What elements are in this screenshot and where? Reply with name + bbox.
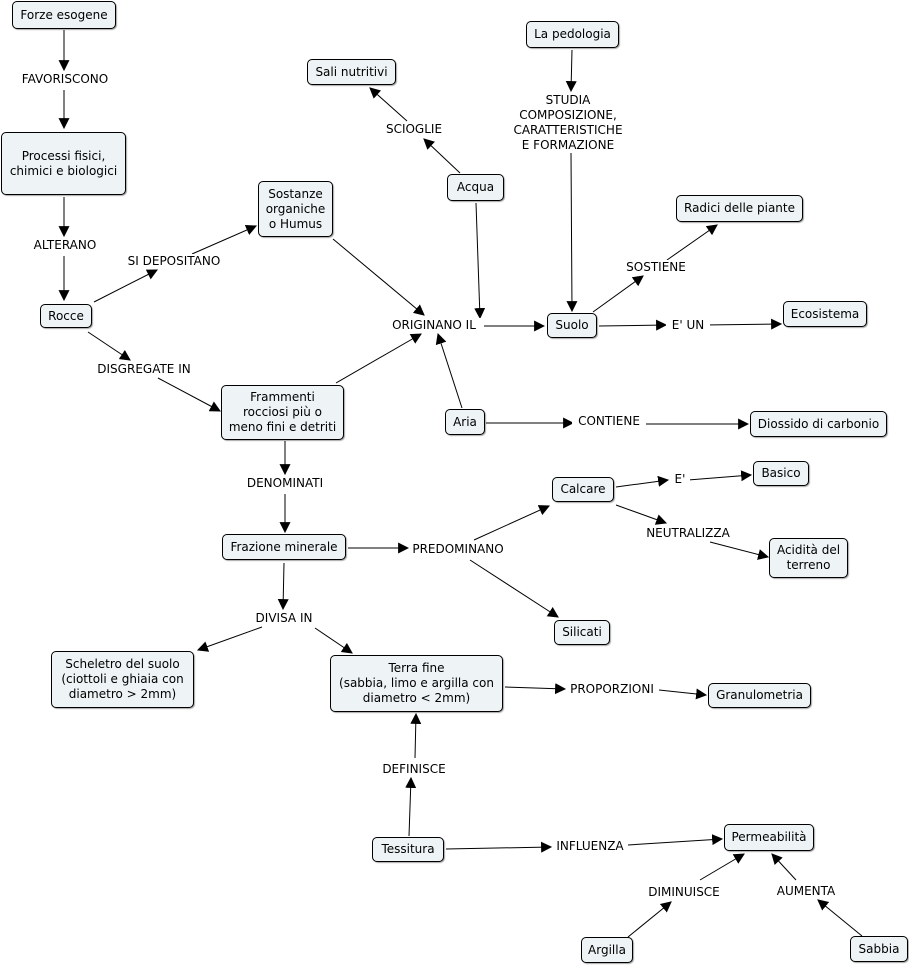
link-si-depositano: SI DEPOSITANO [120, 254, 228, 269]
link-originano-il: ORIGINANO IL [386, 318, 482, 333]
link-e: E' [670, 472, 690, 487]
node-basico[interactable]: Basico [753, 461, 809, 486]
node-scheletro[interactable]: Scheletro del suolo (ciottoli e ghiaia c… [51, 651, 194, 708]
node-frammenti[interactable]: Frammenti rocciosi più o meno fini e det… [221, 385, 344, 440]
link-neutralizza: NEUTRALIZZA [642, 526, 734, 541]
link-favoriscono: FAVORISCONO [18, 72, 112, 87]
link-scioglie: SCIOGLIE [380, 122, 448, 137]
node-rocce[interactable]: Rocce [40, 304, 92, 328]
node-processi[interactable]: Processi fisici, chimici e biologici [1, 132, 126, 195]
link-definisce: DEFINISCE [376, 762, 452, 777]
link-e-un: E' UN [666, 318, 710, 333]
node-acidita[interactable]: Acidità del terreno [769, 538, 848, 578]
link-divisa-in: DIVISA IN [248, 611, 320, 626]
link-contiene: CONTIENE [572, 414, 646, 429]
node-sabbia[interactable]: Sabbia [850, 936, 908, 962]
node-sali-nutritivi[interactable]: Sali nutritivi [307, 59, 396, 85]
link-proporzioni: PROPORZIONI [566, 682, 658, 697]
node-permeabilita[interactable]: Permeabilità [724, 824, 814, 851]
link-disgregate-in: DISGREGATE IN [90, 362, 198, 377]
link-diminuisce: DIMINUISCE [640, 885, 728, 900]
node-calcare[interactable]: Calcare [552, 477, 614, 502]
node-radici[interactable]: Radici delle piante [676, 195, 803, 222]
node-argilla[interactable]: Argilla [581, 937, 633, 963]
link-aumenta: AUMENTA [772, 884, 840, 899]
node-acqua[interactable]: Acqua [447, 174, 504, 201]
link-influenza: INFLUENZA [553, 839, 627, 854]
node-la-pedologia[interactable]: La pedologia [526, 21, 619, 48]
link-alterano: ALTERANO [28, 238, 102, 253]
link-predominano: PREDOMINANO [410, 542, 506, 557]
link-denominati: DENOMINATI [240, 476, 330, 491]
node-ecosistema[interactable]: Ecosistema [783, 301, 867, 327]
node-suolo[interactable]: Suolo [547, 313, 597, 338]
node-granulometria[interactable]: Granulometria [708, 683, 811, 708]
node-silicati[interactable]: Silicati [554, 620, 610, 645]
node-sostanze-organiche[interactable]: Sostanze organiche o Humus [258, 181, 333, 237]
node-frazione-minerale[interactable]: Frazione minerale [222, 534, 346, 560]
link-sostiene: SOSTIENE [620, 260, 692, 275]
node-forze-esogene[interactable]: Forze esogene [12, 1, 116, 29]
link-studia: STUDIA COMPOSIZIONE, CARATTERISTICHE E F… [506, 93, 630, 153]
node-aria[interactable]: Aria [445, 409, 485, 435]
node-tessitura[interactable]: Tessitura [372, 837, 444, 862]
node-diossido[interactable]: Diossido di carbonio [750, 411, 887, 437]
node-terra-fine[interactable]: Terra fine (sabbia, limo e argilla con d… [330, 655, 503, 712]
